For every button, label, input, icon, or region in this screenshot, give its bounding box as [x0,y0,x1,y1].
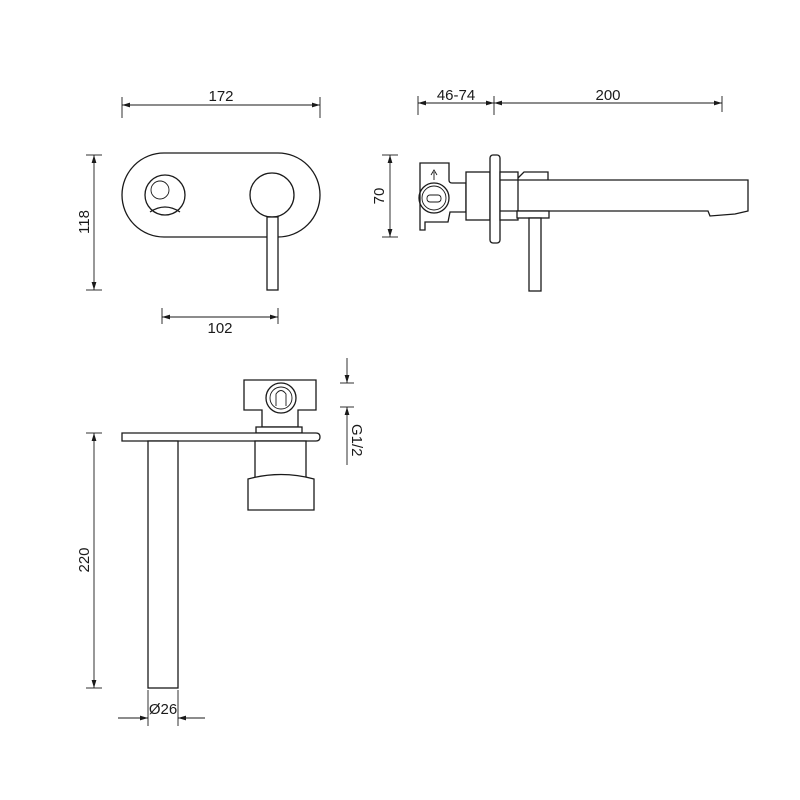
side-view [418,154,749,292]
diverter-knob [144,174,186,216]
svg-text:200: 200 [595,87,620,104]
svg-text:70: 70 [371,188,388,205]
front-view [121,152,321,291]
svg-text:118: 118 [76,210,93,234]
dim-spout-diameter: Ø26 [118,690,205,726]
svg-text:46-74: 46-74 [437,87,475,104]
handle-disc [249,172,295,218]
side-lever [528,217,542,292]
dim-wall-depth: 46-74 [417,87,495,115]
svg-text:220: 220 [76,547,93,572]
svg-text:102: 102 [207,320,232,337]
dim-thread: G1/2 [340,358,365,465]
dim-front-width: 172 [121,88,321,118]
svg-text:Ø26: Ø26 [149,701,177,718]
svg-text:172: 172 [208,88,233,105]
dim-spout-length: 220 [76,432,102,689]
svg-text:G1/2: G1/2 [348,424,365,457]
dim-front-height: 118 [76,154,102,291]
dim-lever-spacing: 102 [161,308,279,337]
spout [147,440,179,689]
top-view [121,379,321,689]
dim-side-height: 70 [371,154,398,238]
handle-lever [266,216,279,291]
dim-spout-reach: 200 [494,87,723,112]
